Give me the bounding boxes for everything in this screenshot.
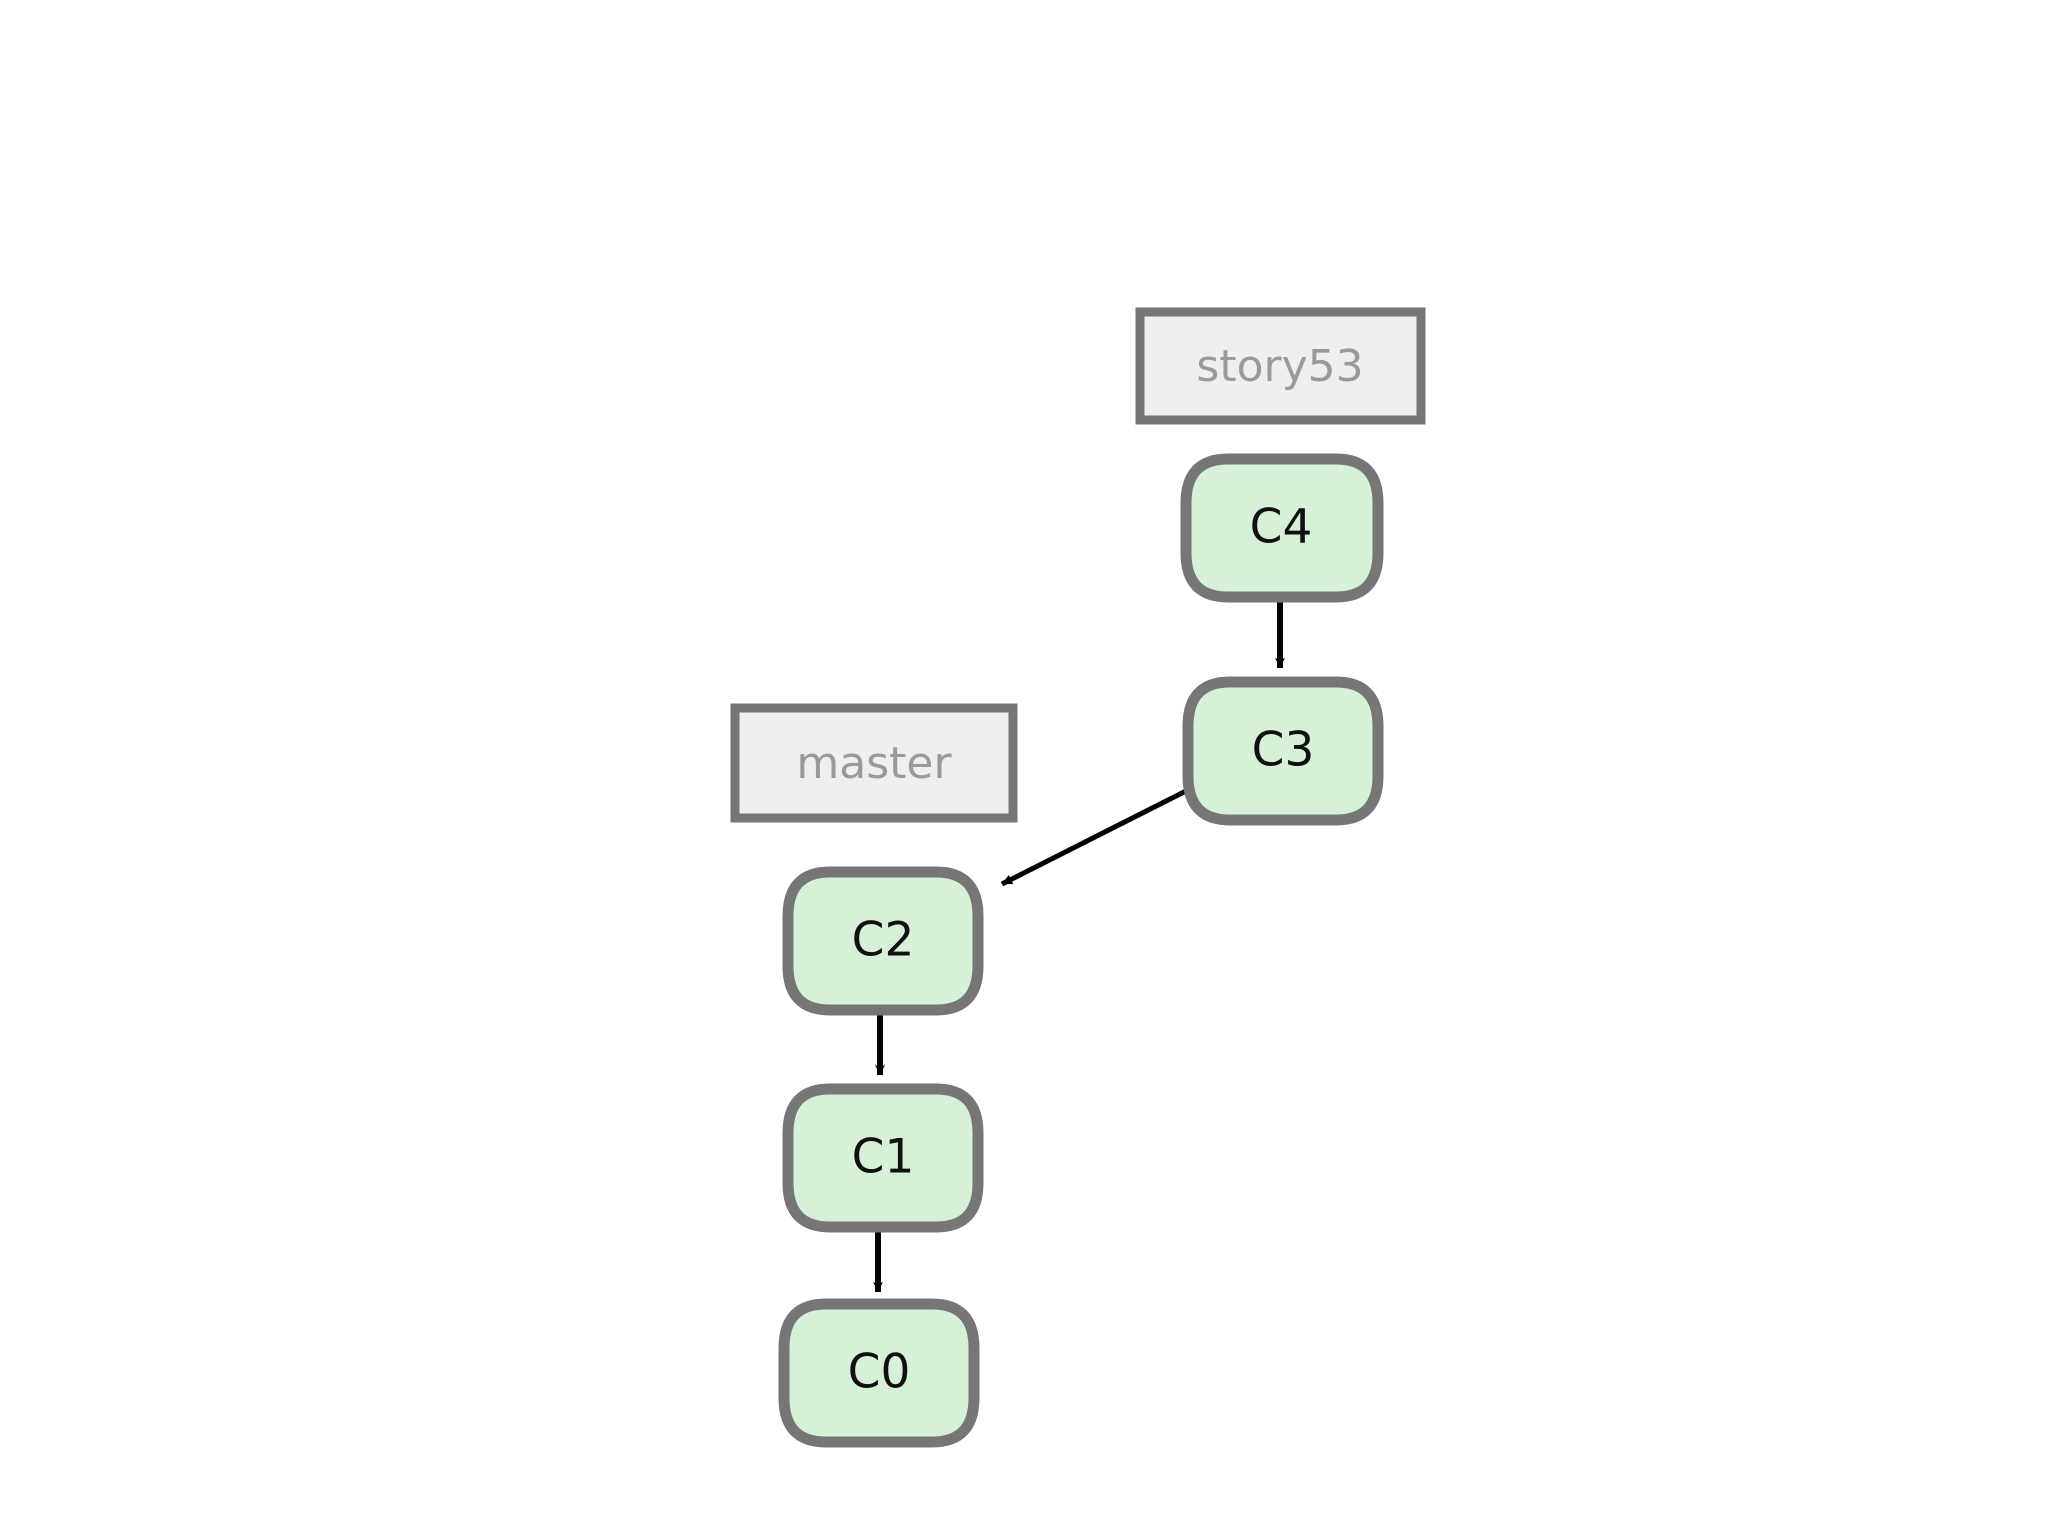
commit-text-c2: C2 [852, 913, 915, 968]
commit-shape-c3 [1182, 676, 1384, 826]
commit-node-c0[interactable]: C0 [778, 1298, 980, 1448]
branch-layer: story53 master [730, 307, 1426, 823]
commit-text-c0: C0 [848, 1345, 911, 1400]
commit-node-c2[interactable]: C2 [782, 866, 984, 1016]
commit-shape-c4 [1180, 453, 1384, 603]
commit-text-c3: C3 [1252, 723, 1315, 778]
edge-layer [873, 600, 1285, 1293]
commit-node-c4[interactable]: C4 [1180, 453, 1384, 603]
branch-label-story53[interactable]: story53 [1135, 307, 1426, 425]
commit-shape-c1 [782, 1083, 984, 1233]
branch-label-text-story53: story53 [1196, 341, 1363, 392]
commit-text-c4: C4 [1250, 500, 1313, 555]
commit-layer: C4 C3 C2 C1 C0 [778, 453, 1384, 1448]
branch-label-master[interactable]: master [730, 703, 1018, 823]
edge-c3-c2 [1000, 788, 1188, 887]
branch-box-master [730, 703, 1018, 823]
branch-box-story53 [1135, 307, 1426, 425]
commit-node-c1[interactable]: C1 [782, 1083, 984, 1233]
commit-shape-c0 [778, 1298, 980, 1448]
commit-text-c1: C1 [852, 1130, 915, 1185]
commit-node-c3[interactable]: C3 [1182, 676, 1384, 826]
edge-line-c3-c2 [1000, 788, 1188, 887]
commit-shape-c2 [782, 866, 984, 1016]
branch-label-text-master: master [796, 738, 952, 789]
